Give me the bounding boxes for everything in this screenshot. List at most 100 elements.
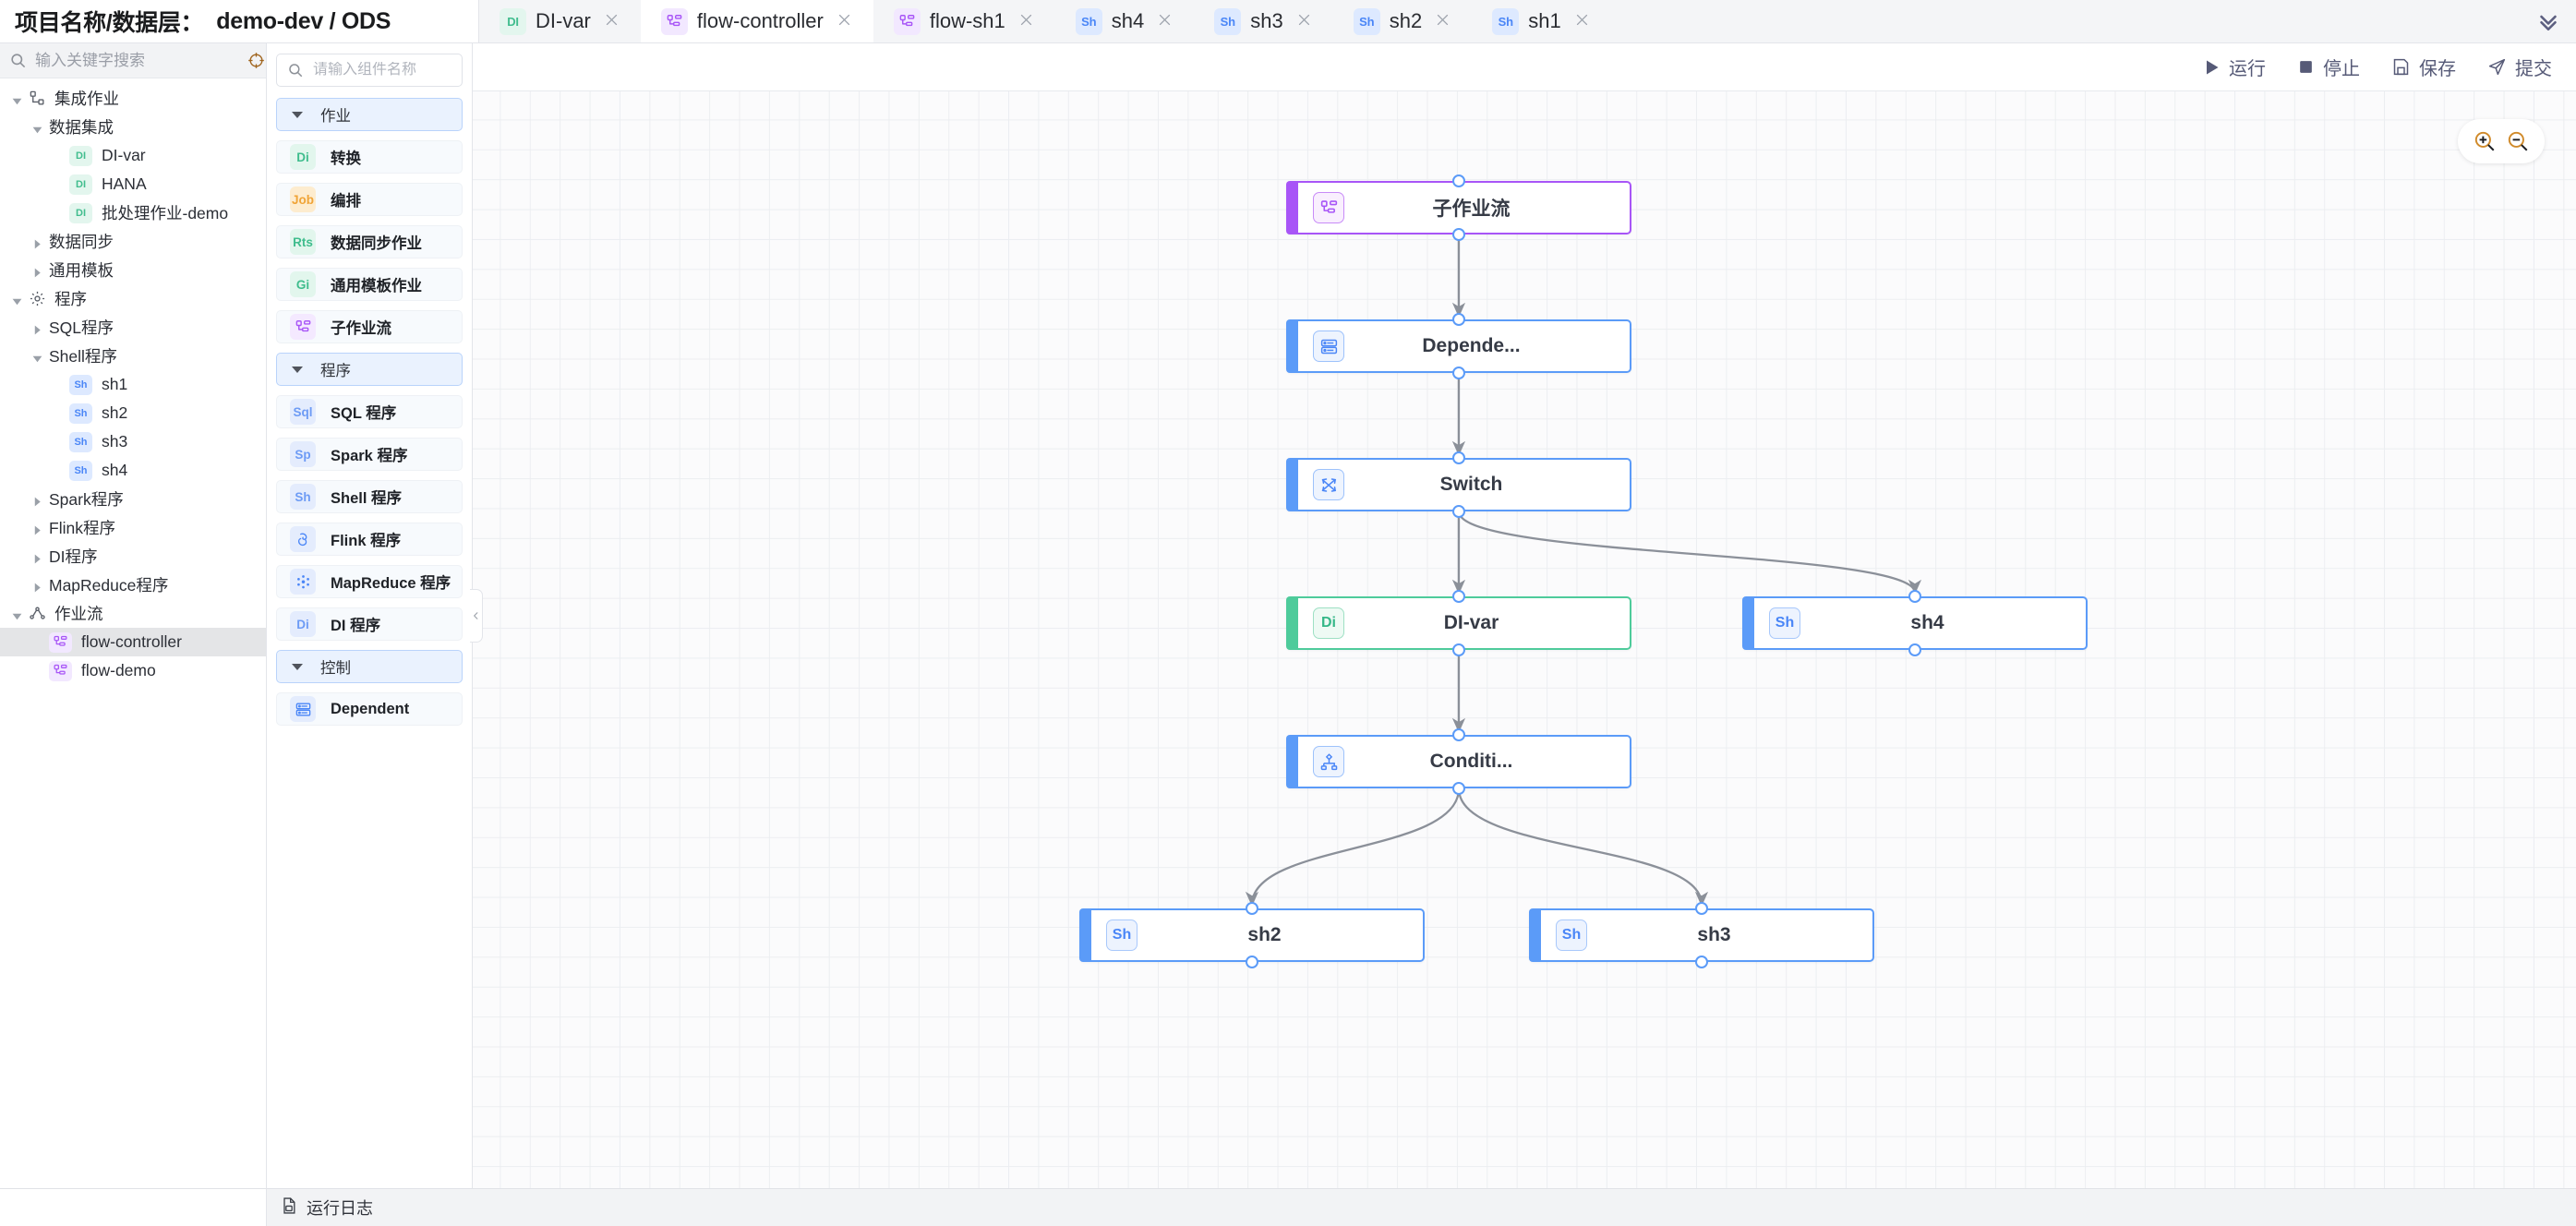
caret-right-icon[interactable]: [31, 264, 43, 278]
caret-down-icon[interactable]: [11, 92, 23, 105]
palette-item-Spark 程序[interactable]: SpSpark 程序: [276, 438, 463, 471]
run-log-button[interactable]: 运行日志: [267, 1188, 2576, 1226]
tree-item-Flink程序[interactable]: Flink程序: [0, 513, 266, 542]
save-button[interactable]: 保存: [2391, 54, 2456, 80]
node-port-bottom[interactable]: [1452, 228, 1465, 241]
close-icon[interactable]: [1157, 12, 1173, 31]
flow-node-switch[interactable]: Switch: [1286, 451, 1631, 518]
palette-group-程序[interactable]: 程序: [276, 353, 463, 386]
node-port-top[interactable]: [1246, 902, 1258, 915]
caret-right-icon[interactable]: [31, 493, 43, 507]
edge-condition-to-sh2[interactable]: [1245, 787, 1461, 907]
caret-down-icon[interactable]: [31, 121, 43, 134]
node-port-bottom[interactable]: [1908, 643, 1921, 656]
sidebar-search[interactable]: [0, 43, 266, 78]
close-icon[interactable]: [1018, 12, 1034, 31]
caret-down-icon[interactable]: [31, 350, 43, 363]
tab-flow-sh1[interactable]: flow-sh1: [873, 0, 1055, 42]
close-icon[interactable]: [1435, 12, 1451, 31]
palette-search[interactable]: [276, 54, 504, 87]
close-icon[interactable]: [1296, 12, 1312, 31]
node-port-bottom[interactable]: [1452, 643, 1465, 656]
node-port-bottom[interactable]: [1452, 505, 1465, 518]
node-port-bottom[interactable]: [1452, 782, 1465, 795]
edge-condition-to-sh3[interactable]: [1457, 787, 1709, 907]
double-chevron-down-icon[interactable]: [2521, 0, 2576, 42]
tree-item-SQL程序[interactable]: SQL程序: [0, 313, 266, 342]
node-port-top[interactable]: [1908, 590, 1921, 603]
close-icon[interactable]: [604, 12, 620, 31]
tree-item-flow-demo[interactable]: flow-demo: [0, 656, 266, 685]
palette-item-DI 程序[interactable]: DiDI 程序: [276, 607, 463, 641]
stop-button[interactable]: 停止: [2297, 54, 2360, 80]
tree-item-MapReduce程序[interactable]: MapReduce程序: [0, 571, 266, 599]
chevron-left-icon[interactable]: [470, 589, 483, 643]
close-icon[interactable]: [837, 12, 852, 31]
palette-group-作业[interactable]: 作业: [276, 98, 463, 131]
caret-right-icon[interactable]: [31, 235, 43, 249]
tab-flow-controller[interactable]: flow-controller: [640, 0, 873, 42]
palette-item-Flink 程序[interactable]: Flink 程序: [276, 523, 463, 556]
tree-item-通用模板[interactable]: 通用模板: [0, 256, 266, 284]
node-port-top[interactable]: [1452, 728, 1465, 741]
node-port-bottom[interactable]: [1246, 956, 1258, 968]
tree-item-程序[interactable]: 程序: [0, 284, 266, 313]
zoom-in-icon[interactable]: [2473, 129, 2497, 153]
palette-group-控制[interactable]: 控制: [276, 650, 463, 683]
node-port-top[interactable]: [1695, 902, 1708, 915]
palette-item-Shell 程序[interactable]: ShShell 程序: [276, 480, 463, 513]
node-port-top[interactable]: [1452, 174, 1465, 187]
node-port-top[interactable]: [1452, 313, 1465, 326]
flow-node-condition[interactable]: Conditi...: [1286, 728, 1631, 795]
palette-item-SQL 程序[interactable]: SqlSQL 程序: [276, 395, 463, 428]
tree-item-数据同步[interactable]: 数据同步: [0, 227, 266, 256]
caret-down-icon[interactable]: [11, 293, 23, 306]
palette-item-子作业流[interactable]: 子作业流: [276, 310, 463, 343]
node-port-bottom[interactable]: [1452, 367, 1465, 379]
caret-down-icon[interactable]: [11, 607, 23, 620]
flow-node-subflow[interactable]: 子作业流: [1286, 174, 1631, 241]
palette-item-Dependent[interactable]: Dependent: [276, 692, 463, 726]
palette-item-MapReduce 程序[interactable]: MapReduce 程序: [276, 565, 463, 598]
caret-right-icon[interactable]: [31, 550, 43, 564]
palette-search-input[interactable]: [313, 62, 504, 78]
close-icon[interactable]: [1574, 12, 1590, 31]
tree-item-Spark程序[interactable]: Spark程序: [0, 485, 266, 513]
tree-item-数据集成[interactable]: 数据集成: [0, 113, 266, 141]
zoom-out-icon[interactable]: [2506, 129, 2530, 153]
submit-button[interactable]: 提交: [2487, 54, 2552, 80]
edge-switch-to-sh4[interactable]: [1457, 511, 1921, 595]
caret-right-icon[interactable]: [31, 579, 43, 593]
tree-item-作业流[interactable]: 作业流: [0, 599, 266, 628]
crosshair-icon[interactable]: [247, 52, 265, 69]
node-port-bottom[interactable]: [1695, 956, 1708, 968]
run-button[interactable]: 运行: [2202, 54, 2266, 80]
caret-right-icon[interactable]: [31, 321, 43, 335]
search-input[interactable]: [35, 51, 239, 70]
tree-item-flow-controller[interactable]: flow-controller: [0, 628, 266, 656]
node-port-top[interactable]: [1452, 590, 1465, 603]
tree-item-DI程序[interactable]: DI程序: [0, 542, 266, 571]
tree-item-Shell程序[interactable]: Shell程序: [0, 342, 266, 370]
flow-node-dependent[interactable]: Depende...: [1286, 313, 1631, 379]
